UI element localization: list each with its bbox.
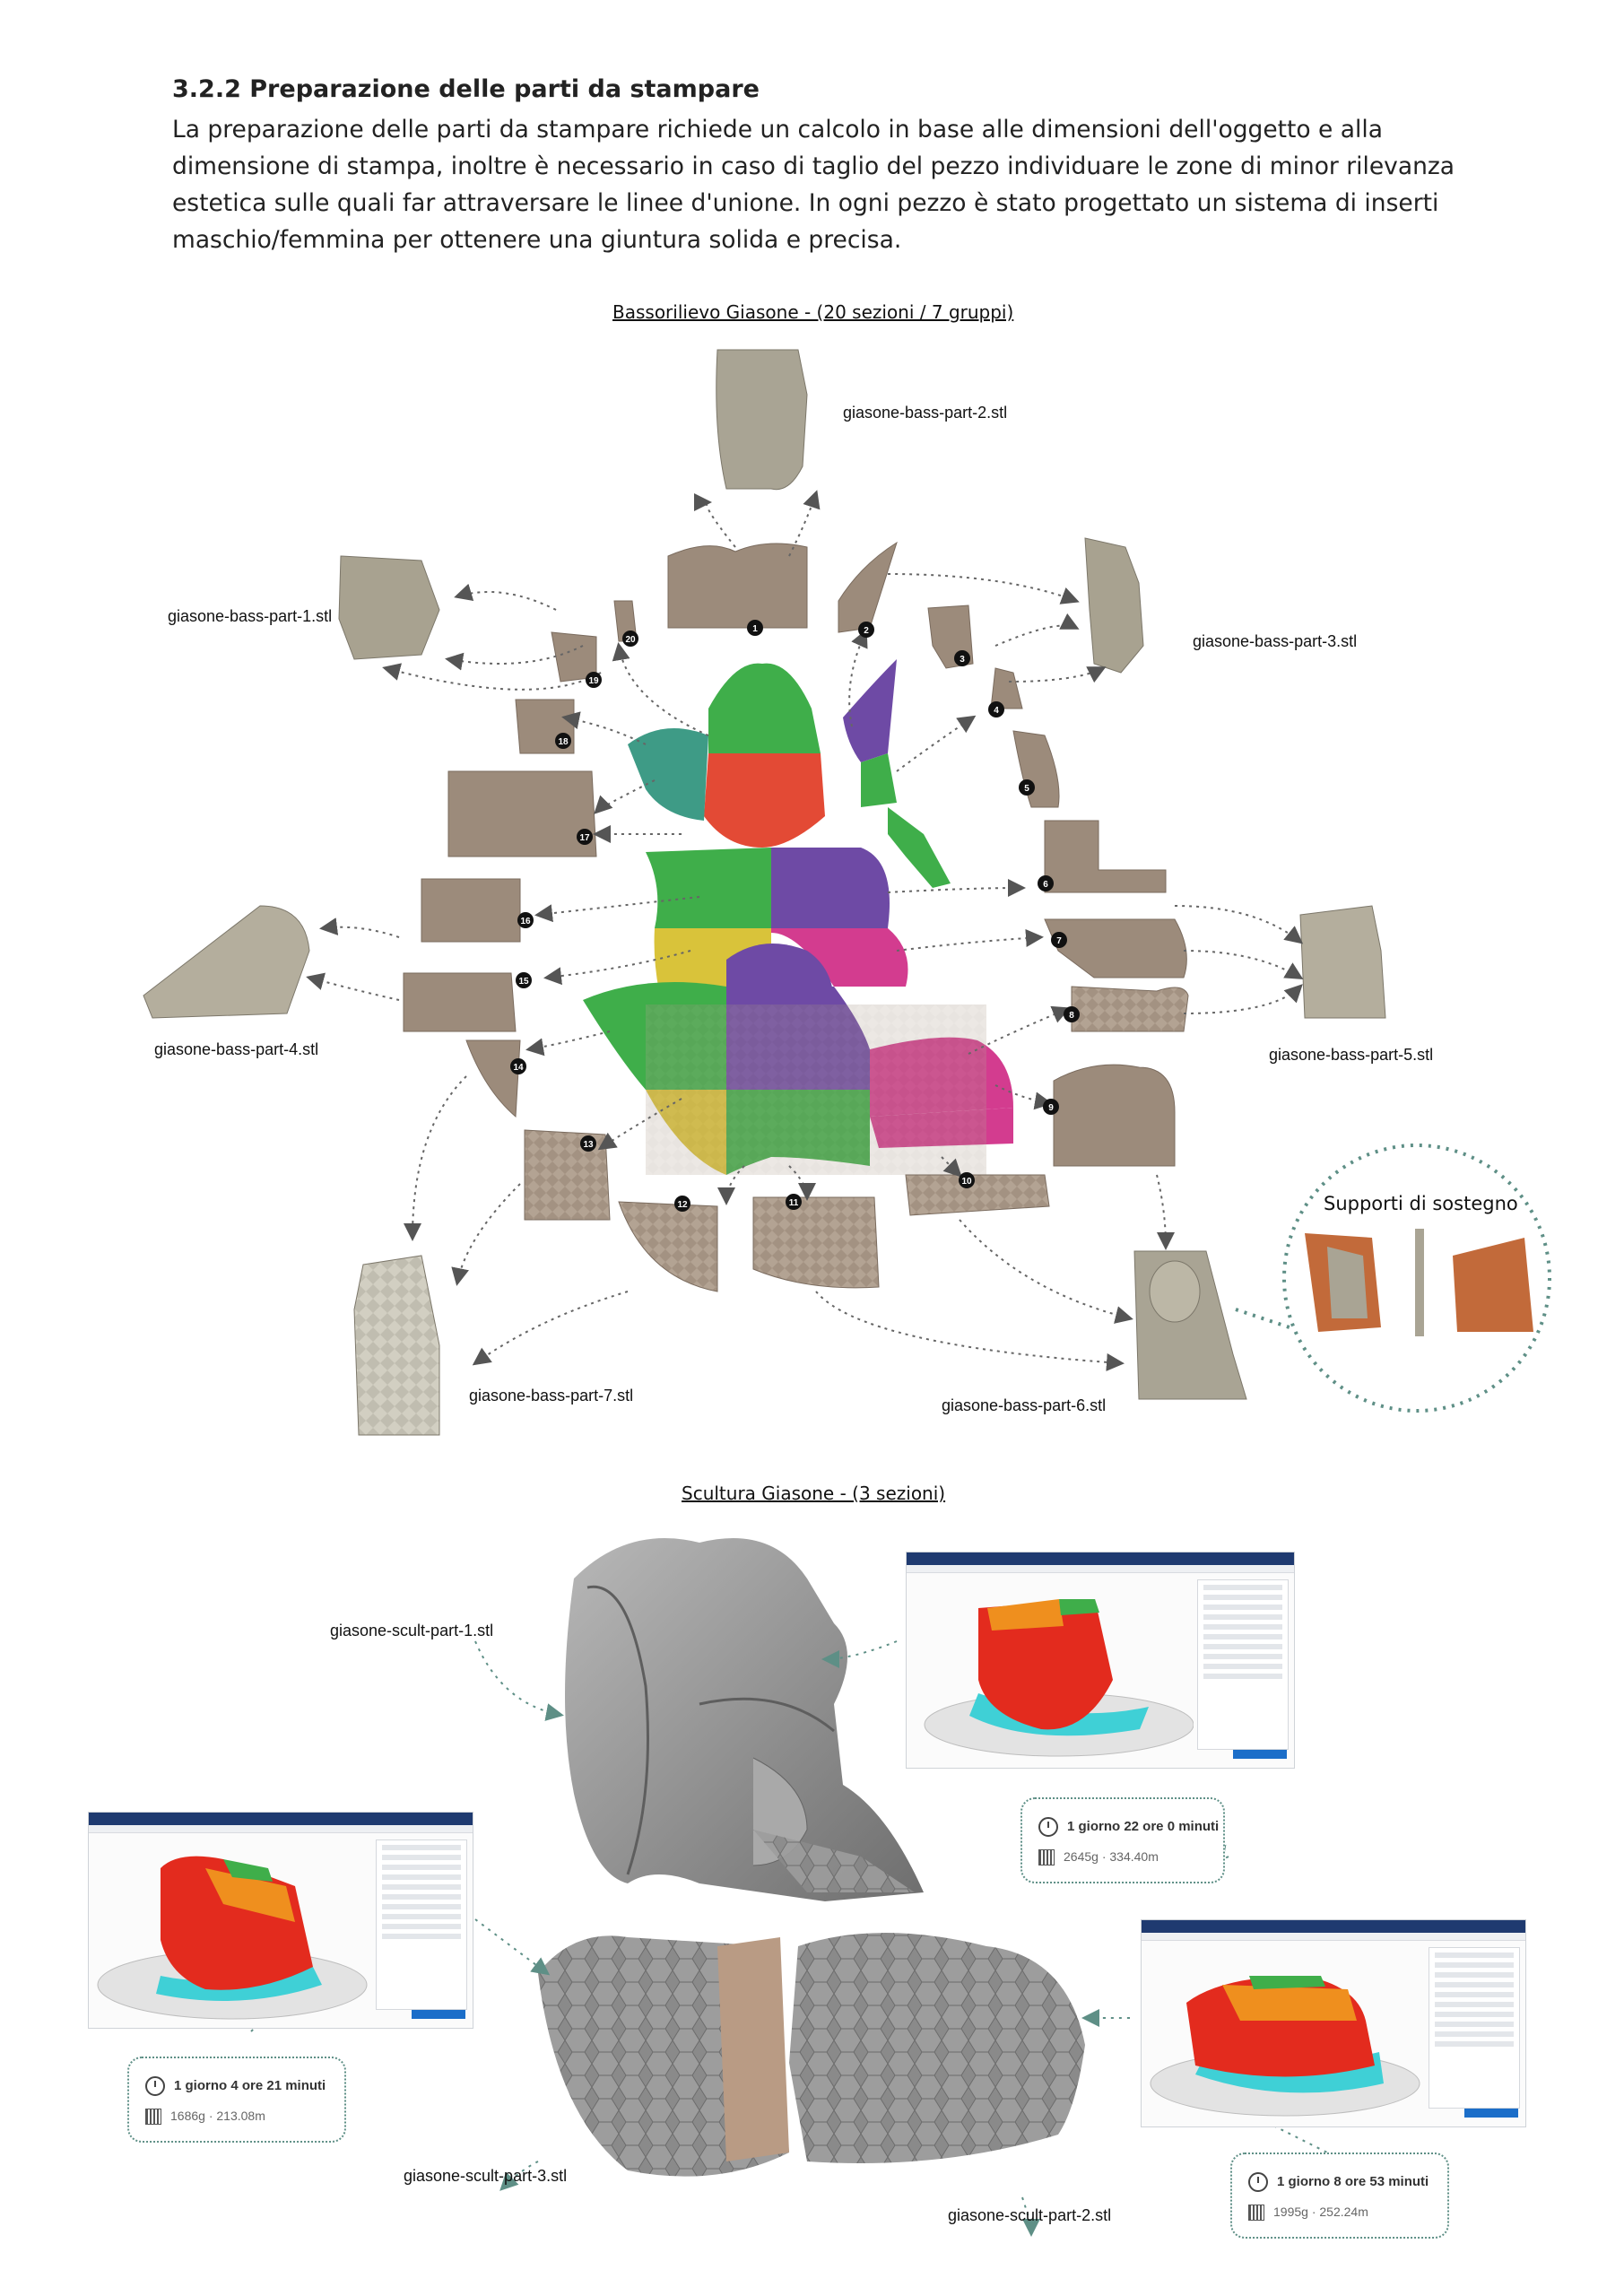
svg-text:18: 18 <box>558 737 569 747</box>
filament-spool-icon <box>1248 2205 1264 2222</box>
section-paragraph: La preparazione delle parti da stampare … <box>172 116 1455 254</box>
bass-part-6-label: giasone-bass-part-6.stl <box>942 1396 1107 1414</box>
scult-part-1-label: giasone-scult-part-1.stl <box>330 1622 494 1639</box>
svg-text:6: 6 <box>1043 880 1048 890</box>
bass-part-2-label: giasone-bass-part-2.stl <box>843 404 1008 422</box>
estimate-box-part-3: 1 giorno 4 ore 21 minuti 1686g · 213.08m <box>127 2057 346 2143</box>
estimate-box-part-1: 1 giorno 22 ore 0 minuti 2645g · 334.40m <box>1020 1797 1225 1883</box>
explode-arrows <box>306 490 1304 1371</box>
svg-text:5: 5 <box>1024 784 1029 794</box>
svg-text:15: 15 <box>518 977 529 987</box>
scultura-caption: Scultura Giasone - (3 sezioni) <box>682 1483 946 1504</box>
bassorilievo-caption: Bassorilievo Giasone - (20 sezioni / 7 g… <box>612 301 1014 323</box>
assembled-groups <box>143 349 1386 1436</box>
section-heading: 3.2.2 Preparazione delle parti da stampa… <box>172 75 760 103</box>
svg-text:10: 10 <box>961 1177 972 1187</box>
bass-part-3-label: giasone-bass-part-3.stl <box>1193 632 1358 650</box>
estimate-box-part-2: 1 giorno 8 ore 53 minuti 1995g · 252.24m <box>1230 2152 1449 2239</box>
stone-pieces <box>403 541 1189 1292</box>
filament-spool-icon <box>145 2109 161 2126</box>
cura-screenshot-part-1 <box>906 1552 1295 1769</box>
svg-text:12: 12 <box>677 1200 688 1210</box>
estimate-time: 1 giorno 4 ore 21 minuti <box>174 2077 326 2093</box>
svg-text:19: 19 <box>588 676 599 686</box>
svg-text:14: 14 <box>513 1063 524 1073</box>
clock-icon <box>1248 2172 1268 2192</box>
clock-icon <box>145 2076 165 2096</box>
estimate-material: 2645g · 334.40m <box>1064 1849 1159 1864</box>
section-markers <box>510 620 1080 1212</box>
svg-text:2: 2 <box>864 626 869 636</box>
filament-spool-icon <box>1038 1849 1055 1866</box>
estimate-time: 1 giorno 22 ore 0 minuti <box>1067 1818 1220 1834</box>
bass-part-4-label: giasone-bass-part-4.stl <box>154 1040 319 1058</box>
estimate-material: 1995g · 252.24m <box>1273 2205 1368 2219</box>
supports-detail <box>1305 1229 1533 1336</box>
svg-text:13: 13 <box>583 1140 594 1150</box>
estimate-time: 1 giorno 8 ore 53 minuti <box>1277 2173 1429 2189</box>
svg-text:3: 3 <box>960 655 965 665</box>
bass-part-5-label: giasone-bass-part-5.stl <box>1269 1046 1434 1064</box>
bass-part-1-label: giasone-bass-part-1.stl <box>168 607 333 625</box>
scult-part-3-model <box>538 1935 789 2177</box>
svg-text:17: 17 <box>579 833 590 843</box>
svg-text:7: 7 <box>1056 936 1062 946</box>
scult-part-2-model <box>789 1933 1085 2163</box>
cura-screenshot-part-3 <box>88 1812 473 2029</box>
scult-part-2-label: giasone-scult-part-2.stl <box>948 2206 1112 2224</box>
svg-text:11: 11 <box>789 1198 799 1208</box>
svg-text:20: 20 <box>625 635 636 645</box>
colored-assembly <box>583 659 1013 1175</box>
supports-label: Supporti di sostegno <box>1324 1193 1518 1214</box>
estimate-material: 1686g · 213.08m <box>170 2109 265 2123</box>
clock-icon <box>1038 1817 1058 1837</box>
bassorilievo-figure: 1 2 3 4 5 6 7 8 9 10 11 12 13 14 15 16 1… <box>143 349 1551 1436</box>
svg-text:1: 1 <box>752 624 758 634</box>
section-marker-labels: 1 2 3 4 5 6 7 8 9 10 11 12 13 14 15 16 1… <box>513 624 1074 1210</box>
svg-text:9: 9 <box>1048 1103 1054 1113</box>
cura-screenshot-part-2 <box>1141 1919 1526 2127</box>
svg-text:4: 4 <box>994 706 999 716</box>
svg-text:16: 16 <box>520 917 531 926</box>
svg-text:8: 8 <box>1069 1011 1074 1021</box>
bass-part-7-label: giasone-bass-part-7.stl <box>469 1387 634 1405</box>
scult-part-1-model <box>565 1538 924 1901</box>
scult-part-3-label: giasone-scult-part-3.stl <box>404 2167 568 2185</box>
